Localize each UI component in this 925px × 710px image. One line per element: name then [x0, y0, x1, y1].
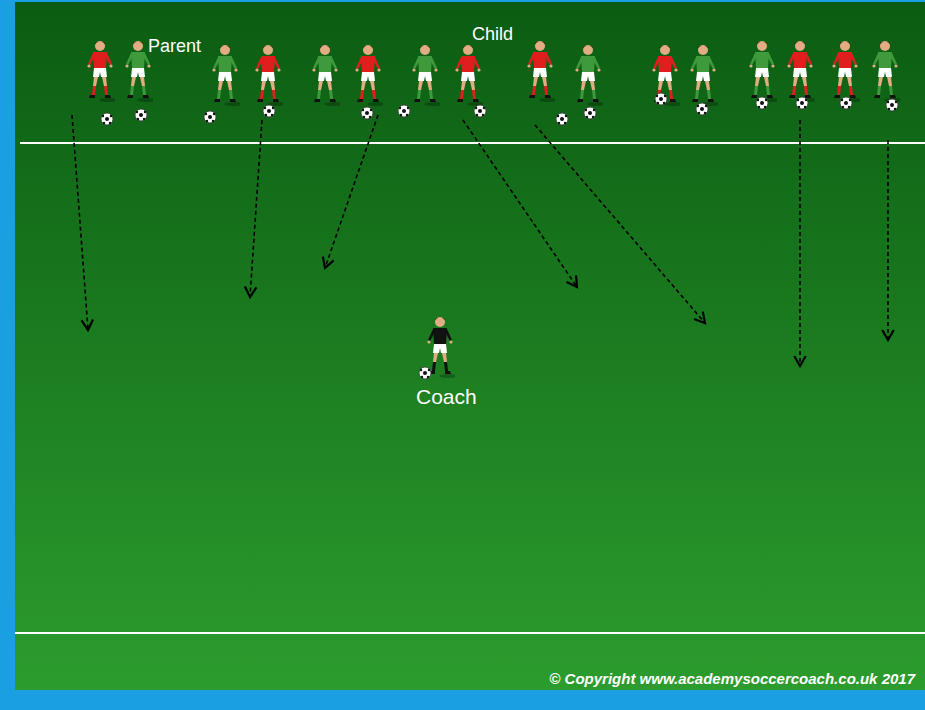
- pitch-line: [15, 632, 925, 634]
- run-arrows: [72, 115, 888, 366]
- pitch-line: [20, 142, 925, 144]
- role-label: Coach: [416, 385, 477, 408]
- pitch: [15, 2, 925, 690]
- role-label: Child: [472, 25, 513, 45]
- coach-figure: [427, 317, 459, 378]
- balls: [101, 93, 898, 379]
- role-label: Parent: [148, 37, 201, 57]
- players: [87, 41, 904, 378]
- copyright-note: © Copyright www.academysoccercoach.co.uk…: [549, 671, 915, 688]
